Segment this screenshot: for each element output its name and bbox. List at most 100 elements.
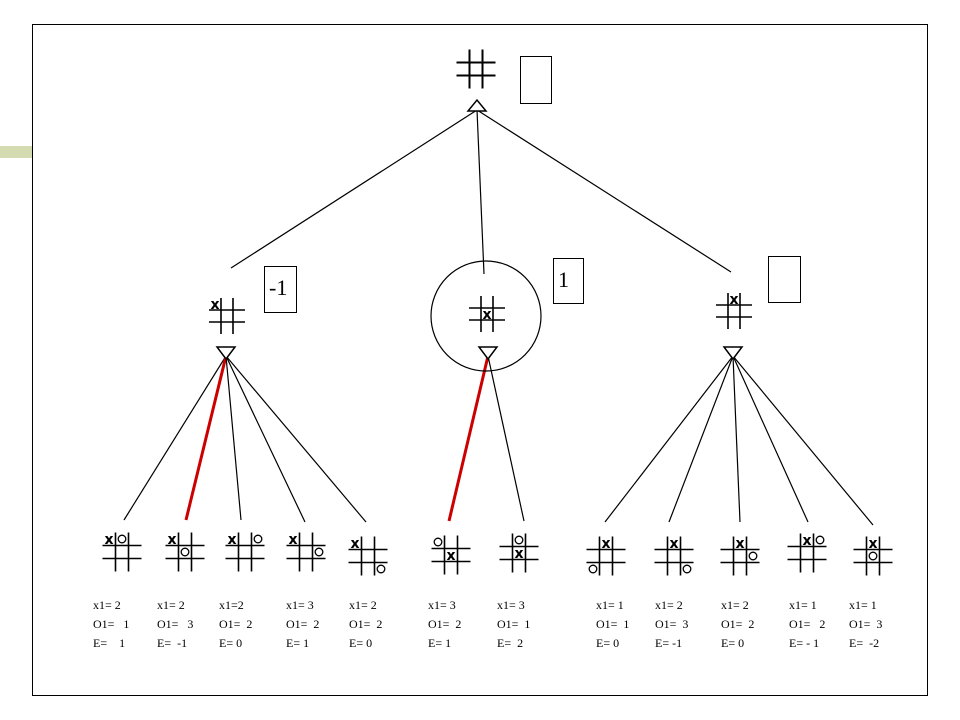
min-node-2-value-box: 1: [553, 258, 584, 304]
tree-edge: [476, 109, 732, 273]
leaf-board-7: x: [499, 533, 539, 573]
tree-edge: [487, 355, 525, 522]
best-move-edge: [184, 355, 228, 521]
o-line: O1= 2: [789, 617, 826, 631]
tree-edge: [668, 355, 734, 523]
leaf-evaluation-6: x1= 3 O1= 2 E= 1: [428, 596, 498, 653]
o-line: O1= 3: [849, 617, 883, 631]
o-line: O1= 1: [497, 617, 531, 631]
x-mark: x: [210, 297, 219, 313]
o-mark: [433, 537, 443, 547]
min-node-1-value-box: -1: [264, 266, 297, 313]
x-mark: x: [446, 548, 455, 564]
x-mark: x: [669, 536, 678, 552]
x-mark: x: [802, 533, 811, 549]
x-line: x1= 1: [849, 598, 877, 612]
e-line: E= 0: [219, 636, 243, 650]
tree-edge: [225, 355, 367, 523]
tree-edge: [230, 109, 478, 269]
leaf-evaluation-1: x1= 2 O1= 1 E= 1: [93, 596, 163, 653]
tree-edge: [225, 355, 306, 523]
tree-edge: [604, 355, 734, 523]
e-line: E= 1: [93, 636, 126, 650]
o-line: O1= 2: [428, 617, 462, 631]
x-line: x1= 3: [428, 598, 456, 612]
x-line: x1= 3: [286, 598, 314, 612]
leaf-board-11: x: [787, 533, 827, 573]
o-mark: [588, 564, 598, 574]
leaf-board-12: x: [853, 536, 893, 576]
x-line: x1= 2: [157, 598, 185, 612]
x-mark: x: [868, 536, 877, 552]
best-move-edge: [447, 355, 490, 522]
o-mark: [376, 564, 386, 574]
e-line: E= - 1: [789, 636, 820, 650]
root-board: [456, 49, 496, 89]
tree-edge: [123, 355, 227, 521]
x-mark: x: [167, 532, 176, 548]
triangle-up-icon: [466, 98, 488, 112]
min-node-2-board: x: [469, 296, 505, 332]
leaf-board-4: x: [286, 532, 326, 572]
o-line: O1= 3: [655, 617, 689, 631]
o-line: O1= 1: [596, 617, 630, 631]
x-mark: x: [735, 536, 744, 552]
o-line: O1= 3: [157, 617, 194, 631]
e-line: E= 2: [497, 636, 524, 650]
x-mark: x: [104, 532, 113, 548]
e-line: E= 1: [428, 636, 452, 650]
x-mark: x: [288, 532, 297, 548]
x-mark: x: [514, 546, 523, 562]
e-line: E= 0: [721, 636, 745, 650]
x-line: x1=2: [219, 598, 244, 612]
o-mark: [117, 534, 127, 544]
x-line: x1= 2: [655, 598, 683, 612]
e-line: E= 0: [596, 636, 620, 650]
leaf-board-1: x: [102, 532, 142, 572]
accent-bar: [0, 146, 32, 158]
leaf-board-8: x: [586, 536, 626, 576]
x-line: x1= 3: [497, 598, 525, 612]
leaf-evaluation-12: x1= 1 O1= 3 E= -2: [849, 596, 919, 653]
e-line: E= -2: [849, 636, 880, 650]
diagram-frame: [32, 24, 928, 696]
x-mark: x: [729, 292, 738, 308]
tree-edge: [732, 355, 741, 523]
leaf-board-10: x: [720, 536, 760, 576]
leaf-evaluation-9: x1= 2 O1= 3 E= -1: [655, 596, 725, 653]
tree-edge: [225, 355, 242, 521]
x-mark: x: [482, 307, 491, 323]
e-line: E= -1: [655, 636, 683, 650]
x-mark: x: [350, 536, 359, 552]
leaf-evaluation-7: x1= 3 O1= 1 E= 2: [497, 596, 567, 653]
leaf-board-9: x: [654, 536, 694, 576]
x-line: x1= 2: [93, 598, 121, 612]
triangle-down-icon: [722, 346, 744, 361]
selected-move-circle: [430, 260, 542, 372]
leaf-evaluation-11: x1= 1 O1= 2 E= - 1: [789, 596, 859, 653]
tree-edge: [732, 355, 809, 523]
triangle-down-icon: [215, 346, 237, 361]
o-mark: [180, 547, 190, 557]
min-node-3-board: x: [716, 292, 752, 329]
x-line: x1= 2: [349, 598, 377, 612]
leaf-board-6: x: [431, 535, 471, 575]
root-value-box: [520, 56, 552, 104]
leaf-board-5: x: [348, 536, 388, 576]
x-mark: x: [601, 536, 610, 552]
o-mark: [314, 547, 324, 557]
e-line: E= 0: [349, 636, 373, 650]
o-line: O1= 2: [219, 617, 253, 631]
o-mark: [253, 534, 263, 544]
x-line: x1= 1: [789, 598, 817, 612]
e-line: E= 1: [286, 636, 310, 650]
o-line: O1= 1: [93, 617, 130, 631]
tree-edge: [476, 109, 485, 275]
tree-edge: [732, 355, 874, 526]
